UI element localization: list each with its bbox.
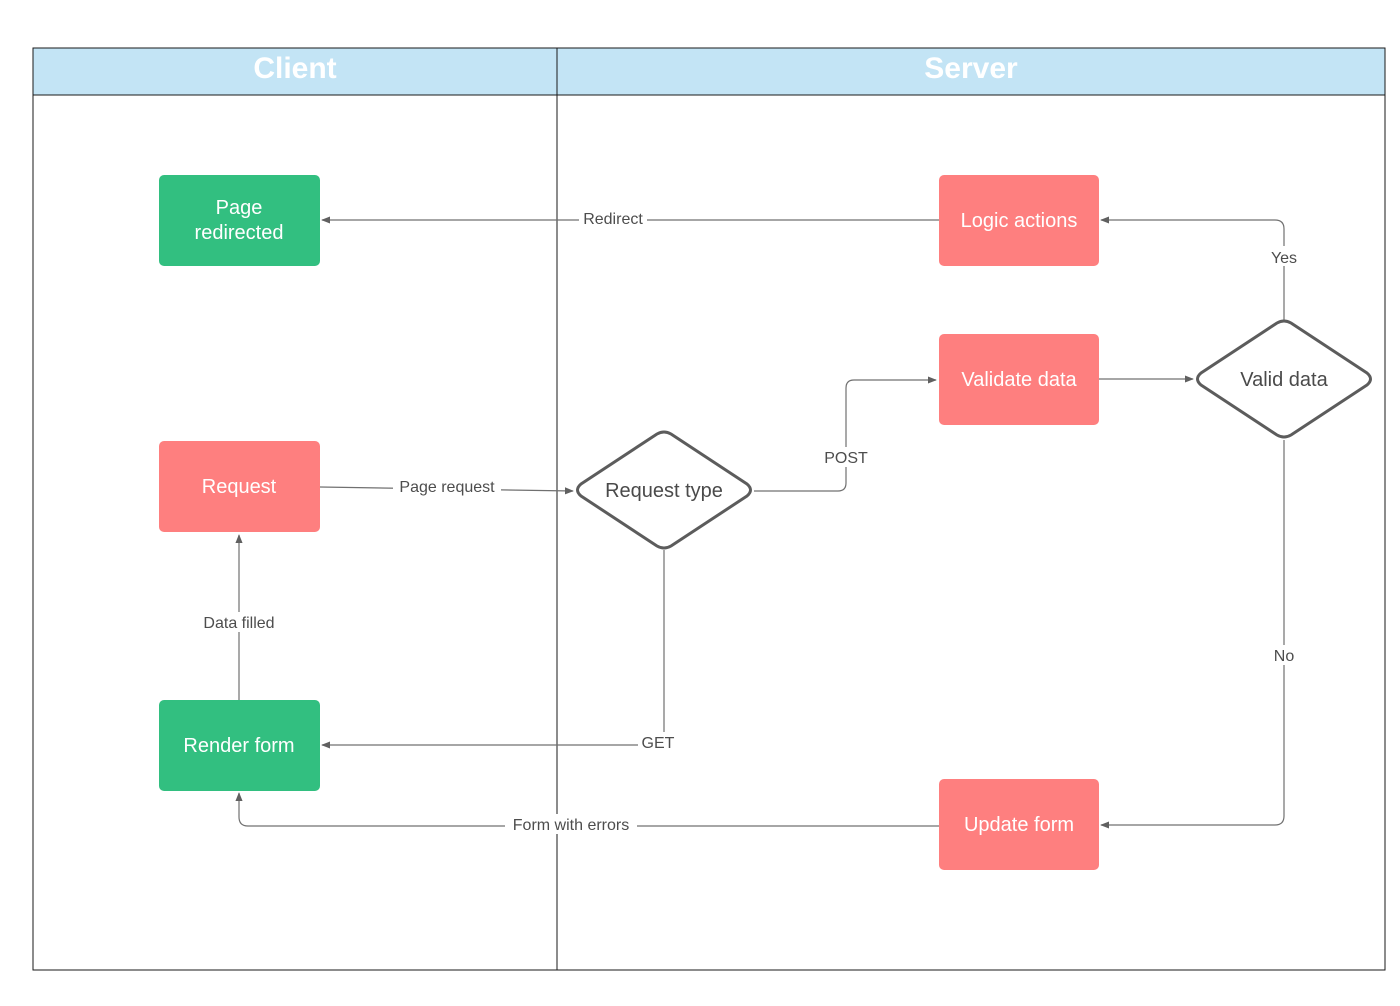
edges [235, 216, 1285, 829]
node-render-form-shape [159, 700, 320, 791]
node-page-redirected-shape [159, 175, 320, 266]
node-update-form-label: Update form [964, 814, 1074, 836]
edge-form-with-errors [235, 792, 939, 827]
edge-label-no: No [1274, 648, 1295, 665]
node-request-type-shape [576, 430, 752, 550]
lane-header-background [33, 48, 1385, 95]
edge-post [754, 376, 937, 492]
edge-label-redirect: Redirect [583, 211, 643, 228]
node-logic-actions-shape [939, 175, 1099, 266]
lane-title-client: Client [253, 52, 336, 85]
node-request-label: Request [202, 476, 277, 498]
node-valid-data-shape [1196, 319, 1372, 439]
edge-label-form-with-errors: Form with errors [513, 817, 629, 834]
swimlanes: Client Server [32, 47, 1386, 971]
node-page-redirected-label-line1: Page [216, 197, 263, 219]
node-validate-data[interactable]: Validate data [939, 334, 1099, 425]
node-page-redirected[interactable]: Page redirected [159, 175, 320, 266]
edge-label-get: GET [642, 735, 675, 752]
edge-yes [1100, 216, 1285, 320]
node-logic-actions-label: Logic actions [961, 210, 1078, 232]
node-request-shape [159, 441, 320, 532]
node-render-form[interactable]: Render form [159, 700, 320, 791]
edge-label-page-request: Page request [399, 479, 495, 496]
node-request-type[interactable]: Request type [576, 430, 752, 550]
node-validate-data-shape [939, 334, 1099, 425]
lane-title-server: Server [924, 52, 1018, 85]
edge-no [1100, 440, 1285, 829]
node-validate-data-label: Validate data [961, 369, 1077, 391]
edge-label-data-filled: Data filled [203, 615, 274, 632]
node-logic-actions[interactable]: Logic actions [939, 175, 1099, 266]
node-page-redirected-label-line2: redirected [195, 222, 284, 244]
node-update-form-shape [939, 779, 1099, 870]
swimlane-frame [32, 47, 1386, 971]
node-update-form[interactable]: Update form [939, 779, 1099, 870]
node-render-form-label: Render form [183, 735, 294, 757]
node-valid-data-label: Valid data [1240, 369, 1328, 391]
node-request[interactable]: Request [159, 441, 320, 532]
nodes: Page redirected Request Render form Logi… [159, 175, 1372, 870]
edge-labels: Redirect Yes POST Page request Data fill… [197, 208, 1302, 834]
node-request-type-label: Request type [605, 480, 723, 502]
node-valid-data[interactable]: Valid data [1196, 319, 1372, 439]
edge-label-yes: Yes [1271, 250, 1297, 267]
edge-label-post: POST [824, 450, 868, 467]
edge-get [321, 550, 665, 749]
